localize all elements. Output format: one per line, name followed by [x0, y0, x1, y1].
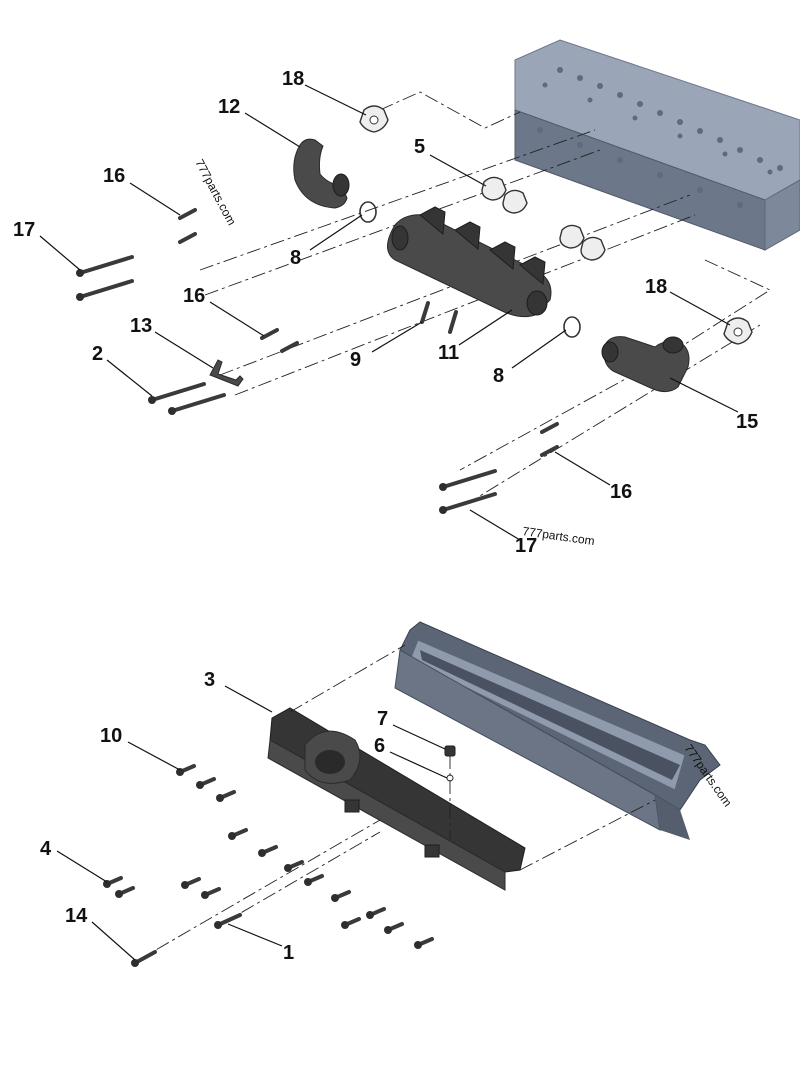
- plug-7-washer-6: [444, 745, 456, 782]
- callout-16-lower: 16: [610, 481, 632, 503]
- callout-17-bottom: 17: [515, 535, 537, 557]
- spacer-frame: [394, 621, 721, 840]
- callout-7: 7: [377, 708, 388, 730]
- callout-18-lower: 18: [645, 276, 667, 298]
- callout-8-upper: 8: [290, 247, 301, 269]
- callout-14: 14: [65, 905, 88, 927]
- head-holes: [537, 67, 783, 208]
- callout-4: 4: [40, 838, 52, 860]
- spacers-16: [178, 208, 559, 457]
- callout-labels: 18 12 5 16 17 8 16 13 2 9 11 8 18 15 16 …: [13, 68, 758, 964]
- gasket-18-lower: [723, 317, 753, 345]
- watermark-1: 777parts.com: [192, 157, 238, 228]
- callout-3: 3: [204, 669, 215, 691]
- callout-5: 5: [414, 136, 425, 158]
- seal-ring-8-upper: [359, 201, 377, 223]
- callout-8-lower: 8: [493, 365, 504, 387]
- callout-17-left: 17: [13, 219, 35, 241]
- callout-18-upper: 18: [282, 68, 304, 90]
- exhaust-manifold-11: [387, 206, 552, 318]
- bracket-13: [209, 359, 244, 387]
- leader-lines: [39, 84, 739, 961]
- callout-2: 2: [92, 343, 103, 365]
- bolts-17-2-top: [76, 255, 497, 514]
- callout-1: 1: [283, 942, 294, 964]
- callout-16-middle: 16: [183, 285, 205, 307]
- seal-ring-8-lower: [563, 316, 581, 338]
- studs-9: [420, 301, 458, 334]
- cover-plate-3: [267, 707, 526, 891]
- callout-10: 10: [100, 725, 122, 747]
- cylinder-head: [514, 39, 800, 251]
- exhaust-elbow-15: [601, 336, 690, 393]
- gasket-18-upper: [359, 105, 389, 133]
- bolts-bottom: [103, 764, 434, 967]
- callout-13: 13: [130, 315, 152, 337]
- callout-11: 11: [438, 342, 459, 364]
- callout-15: 15: [736, 411, 758, 433]
- callout-16-upper-left: 16: [103, 165, 125, 187]
- gaskets-5: [481, 176, 606, 261]
- callout-12: 12: [218, 96, 240, 118]
- callout-9: 9: [350, 349, 361, 371]
- callout-6: 6: [374, 735, 385, 757]
- assembly-lines-bottom: [134, 644, 656, 963]
- exhaust-elbow-12: [293, 138, 350, 209]
